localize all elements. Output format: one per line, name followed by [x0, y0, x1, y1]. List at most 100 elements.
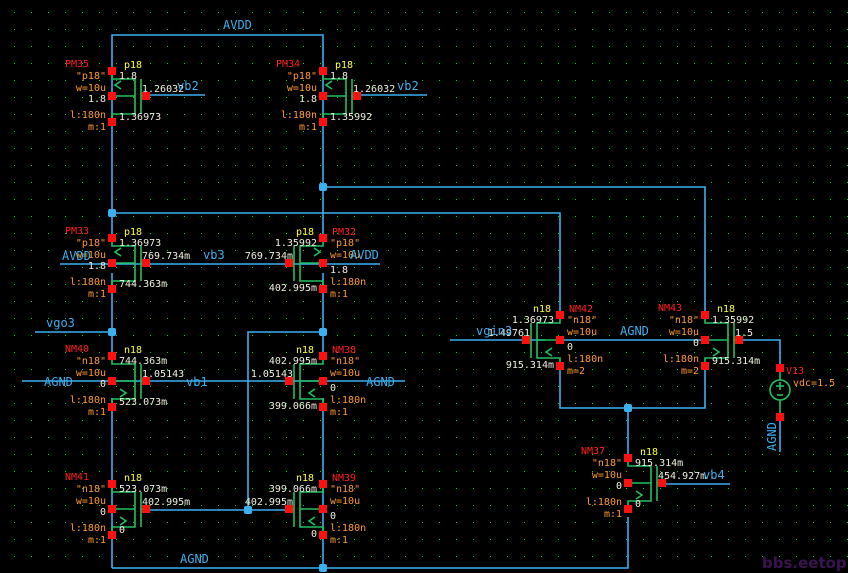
pin-gate[interactable] [285, 377, 293, 385]
pin-source[interactable] [319, 403, 327, 411]
wire-node-136973[interactable] [112, 212, 561, 315]
grid-dot [303, 539, 304, 540]
pin-gate[interactable] [142, 377, 150, 385]
pin-body[interactable] [319, 92, 327, 100]
pin-body[interactable] [108, 92, 116, 100]
wire-node-135992[interactable] [323, 186, 706, 315]
grid-dot [422, 335, 423, 336]
pin-drain[interactable] [319, 67, 327, 75]
pin-source[interactable] [624, 505, 632, 513]
pin-body[interactable] [319, 377, 327, 385]
grid-dot [14, 267, 15, 268]
pin-source[interactable] [556, 362, 564, 370]
pin-gate[interactable] [285, 259, 293, 267]
pin-source[interactable] [108, 118, 116, 126]
pin-drain[interactable] [319, 480, 327, 488]
grid-dot [388, 46, 389, 47]
pin-drain[interactable] [319, 234, 327, 242]
wire-node-402995[interactable] [247, 331, 323, 510]
grid-dot [439, 46, 440, 47]
pin-source[interactable] [108, 403, 116, 411]
v13-pin-minus[interactable] [776, 413, 784, 421]
grid-dot [830, 369, 831, 370]
pin-source[interactable] [108, 531, 116, 539]
pin-source[interactable] [319, 118, 327, 126]
grid-dot [269, 403, 270, 404]
grid-dot [558, 182, 559, 183]
pin-source[interactable] [108, 285, 116, 293]
wire-tail[interactable] [559, 365, 706, 409]
grid-dot [762, 505, 763, 506]
pin-drain[interactable] [108, 234, 116, 242]
pin-gate[interactable] [658, 479, 666, 487]
pin-gate[interactable] [522, 336, 530, 344]
grid-dot [150, 267, 151, 268]
voltage-source-v13[interactable]: V13 vdc=1.5 [769, 364, 835, 421]
pin-drain[interactable] [624, 454, 632, 462]
grid-dot [235, 199, 236, 200]
pin-drain[interactable] [108, 67, 116, 75]
pin-body[interactable] [108, 377, 116, 385]
grid-dot [201, 488, 202, 489]
pin-source[interactable] [319, 531, 327, 539]
grid-dot [218, 454, 219, 455]
grid-dot [371, 437, 372, 438]
grid-dot [167, 233, 168, 234]
wire-avdd-top[interactable] [111, 34, 324, 126]
grid-dot [167, 12, 168, 13]
pin-gate[interactable] [353, 92, 361, 100]
grid-dot [541, 437, 542, 438]
grid-dot [677, 199, 678, 200]
pin-body[interactable] [319, 505, 327, 513]
width-param: w=10u [76, 496, 106, 507]
wire-agnd-bottom[interactable] [112, 517, 629, 569]
pin-drain[interactable] [319, 352, 327, 360]
pin-gate[interactable] [285, 505, 293, 513]
pin-source[interactable] [319, 285, 327, 293]
pin-drain[interactable] [108, 480, 116, 488]
pin-gate[interactable] [735, 336, 743, 344]
pin-gate[interactable] [142, 505, 150, 513]
grid-dot [371, 131, 372, 132]
pin-body[interactable] [319, 259, 327, 267]
grid-dot [694, 165, 695, 166]
grid-dot [745, 114, 746, 115]
grid-dot [677, 97, 678, 98]
grid-dot [235, 437, 236, 438]
grid-dot [711, 335, 712, 336]
grid-dot [218, 148, 219, 149]
pin-drain[interactable] [108, 352, 116, 360]
pin-body[interactable] [556, 336, 564, 344]
grid-dot [728, 420, 729, 421]
pin-drain[interactable] [701, 311, 709, 319]
wire-v13-plus[interactable] [738, 339, 781, 365]
pin-gate[interactable] [142, 92, 150, 100]
grid-dot [762, 114, 763, 115]
pin-body[interactable] [701, 336, 709, 344]
grid-dot [439, 437, 440, 438]
v13-pin-plus[interactable] [776, 364, 784, 372]
grid-dot [116, 301, 117, 302]
pin-body[interactable] [624, 479, 632, 487]
pin-drain[interactable] [556, 311, 564, 319]
grid-dot [575, 369, 576, 370]
pin-source[interactable] [701, 362, 709, 370]
source-voltage: 915.314m [506, 360, 554, 371]
pin-body[interactable] [108, 259, 116, 267]
pin-gate[interactable] [142, 259, 150, 267]
grid-dot [592, 63, 593, 64]
pin-body[interactable] [108, 505, 116, 513]
grid-dot [371, 182, 372, 183]
